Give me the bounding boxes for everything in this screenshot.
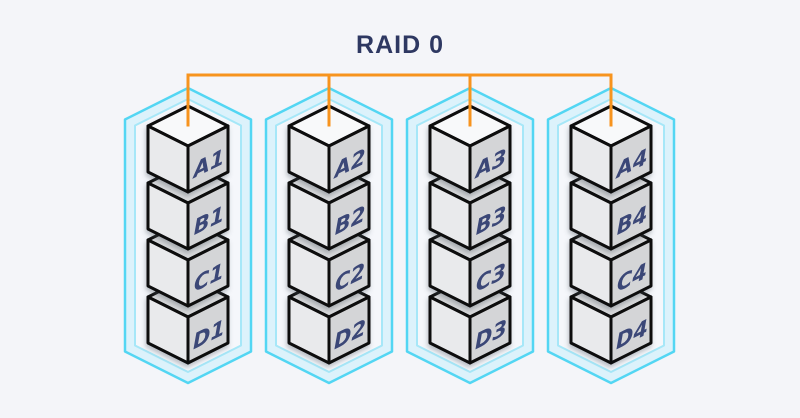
cube-right-face: [468, 238, 512, 308]
cube-right-face: [468, 295, 512, 365]
cube-right-face: [186, 295, 230, 365]
cube-right-face: [186, 181, 230, 251]
raid-connector-layer: [186, 73, 613, 127]
cube-right-face: [186, 124, 230, 194]
block-cube-A3: A3: [428, 104, 512, 194]
cube-right-face: [609, 124, 653, 194]
cube-right-face: [327, 238, 371, 308]
cube-right-face: [327, 124, 371, 194]
raid-connector-line: [186, 73, 613, 127]
cube-right-face: [468, 124, 512, 194]
diagram-title: RAID 0: [356, 31, 444, 59]
cube-right-face: [609, 295, 653, 365]
cube-right-face: [609, 238, 653, 308]
cube-right-face: [327, 181, 371, 251]
cube-right-face: [609, 181, 653, 251]
cube-right-face: [186, 238, 230, 308]
cube-right-face: [468, 181, 512, 251]
cube-right-face: [327, 295, 371, 365]
block-cube-B4: B4: [569, 161, 653, 251]
